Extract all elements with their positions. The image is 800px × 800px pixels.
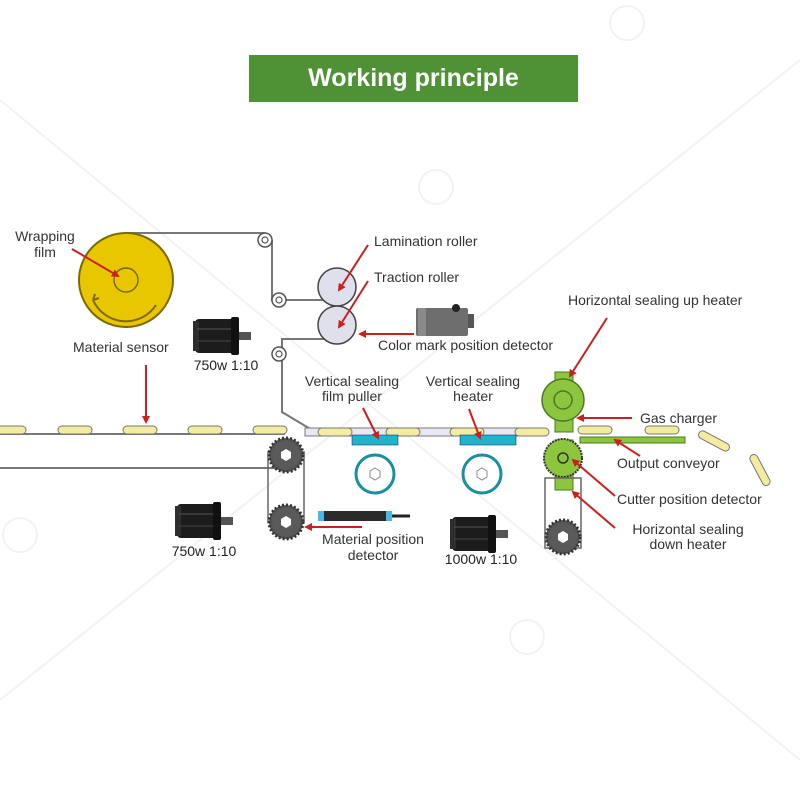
motor-top-icon (192, 316, 252, 356)
input-conveyor (0, 433, 305, 523)
label-vertical-film-puller-2: film puller (322, 388, 382, 404)
label-horizontal-down-heater-1: Horizontal sealing (632, 521, 743, 537)
title-text: Working principle (308, 64, 519, 92)
material-position-detector (318, 511, 410, 521)
output-conveyor (579, 436, 686, 444)
film-tube (304, 427, 550, 437)
color-mark-detector (416, 304, 474, 336)
label-material-position-detector-1: Material position (322, 531, 424, 547)
idler-roller (257, 232, 273, 248)
motor-middle-icon (449, 514, 509, 554)
label-motor-middle: 1000w 1:10 (445, 551, 518, 567)
label-material-position-detector-2: detector (348, 547, 399, 563)
callout-arrows (71, 244, 641, 531)
label-cutter-detector: Cutter position detector (617, 491, 762, 507)
label-wrapping-film-1: Wrapping (15, 228, 75, 244)
label-motor-top: 750w 1:10 (194, 357, 259, 373)
vertical-film-puller (351, 434, 399, 446)
horizontal-down-heater (543, 438, 583, 491)
title-banner: Working principle (249, 55, 578, 102)
label-traction-roller: Traction roller (374, 269, 459, 285)
label-output-conveyor: Output conveyor (617, 455, 720, 471)
label-motor-bottom-left: 750w 1:10 (172, 543, 237, 559)
label-wrapping-film-2: film (34, 244, 56, 260)
gear-icon (544, 518, 582, 556)
label-vertical-heater-2: heater (453, 388, 493, 404)
traction-roller (317, 305, 357, 345)
idler-roller (271, 346, 287, 362)
gear-icon (267, 503, 305, 541)
wrapping-film-roll (78, 232, 174, 328)
horizontal-up-heater (541, 371, 585, 433)
watermark (0, 5, 800, 761)
input-packages (0, 425, 288, 435)
label-horizontal-up-heater: Horizontal sealing up heater (568, 292, 743, 308)
label-horizontal-down-heater-2: down heater (649, 536, 726, 552)
motor-bottom-left-icon (174, 501, 234, 541)
vertical-puller-wheel (354, 453, 396, 495)
label-material-sensor: Material sensor (73, 339, 169, 355)
label-color-mark-detector: Color mark position detector (378, 337, 553, 353)
label-vertical-film-puller-1: Vertical sealing (305, 373, 399, 389)
idler-roller (271, 292, 287, 308)
gear-icon (267, 436, 305, 474)
vertical-heater-wheel (461, 453, 503, 495)
label-lamination-roller: Lamination roller (374, 233, 478, 249)
vertical-heater (459, 434, 517, 446)
label-gas-charger: Gas charger (640, 410, 717, 426)
label-vertical-heater-1: Vertical sealing (426, 373, 520, 389)
